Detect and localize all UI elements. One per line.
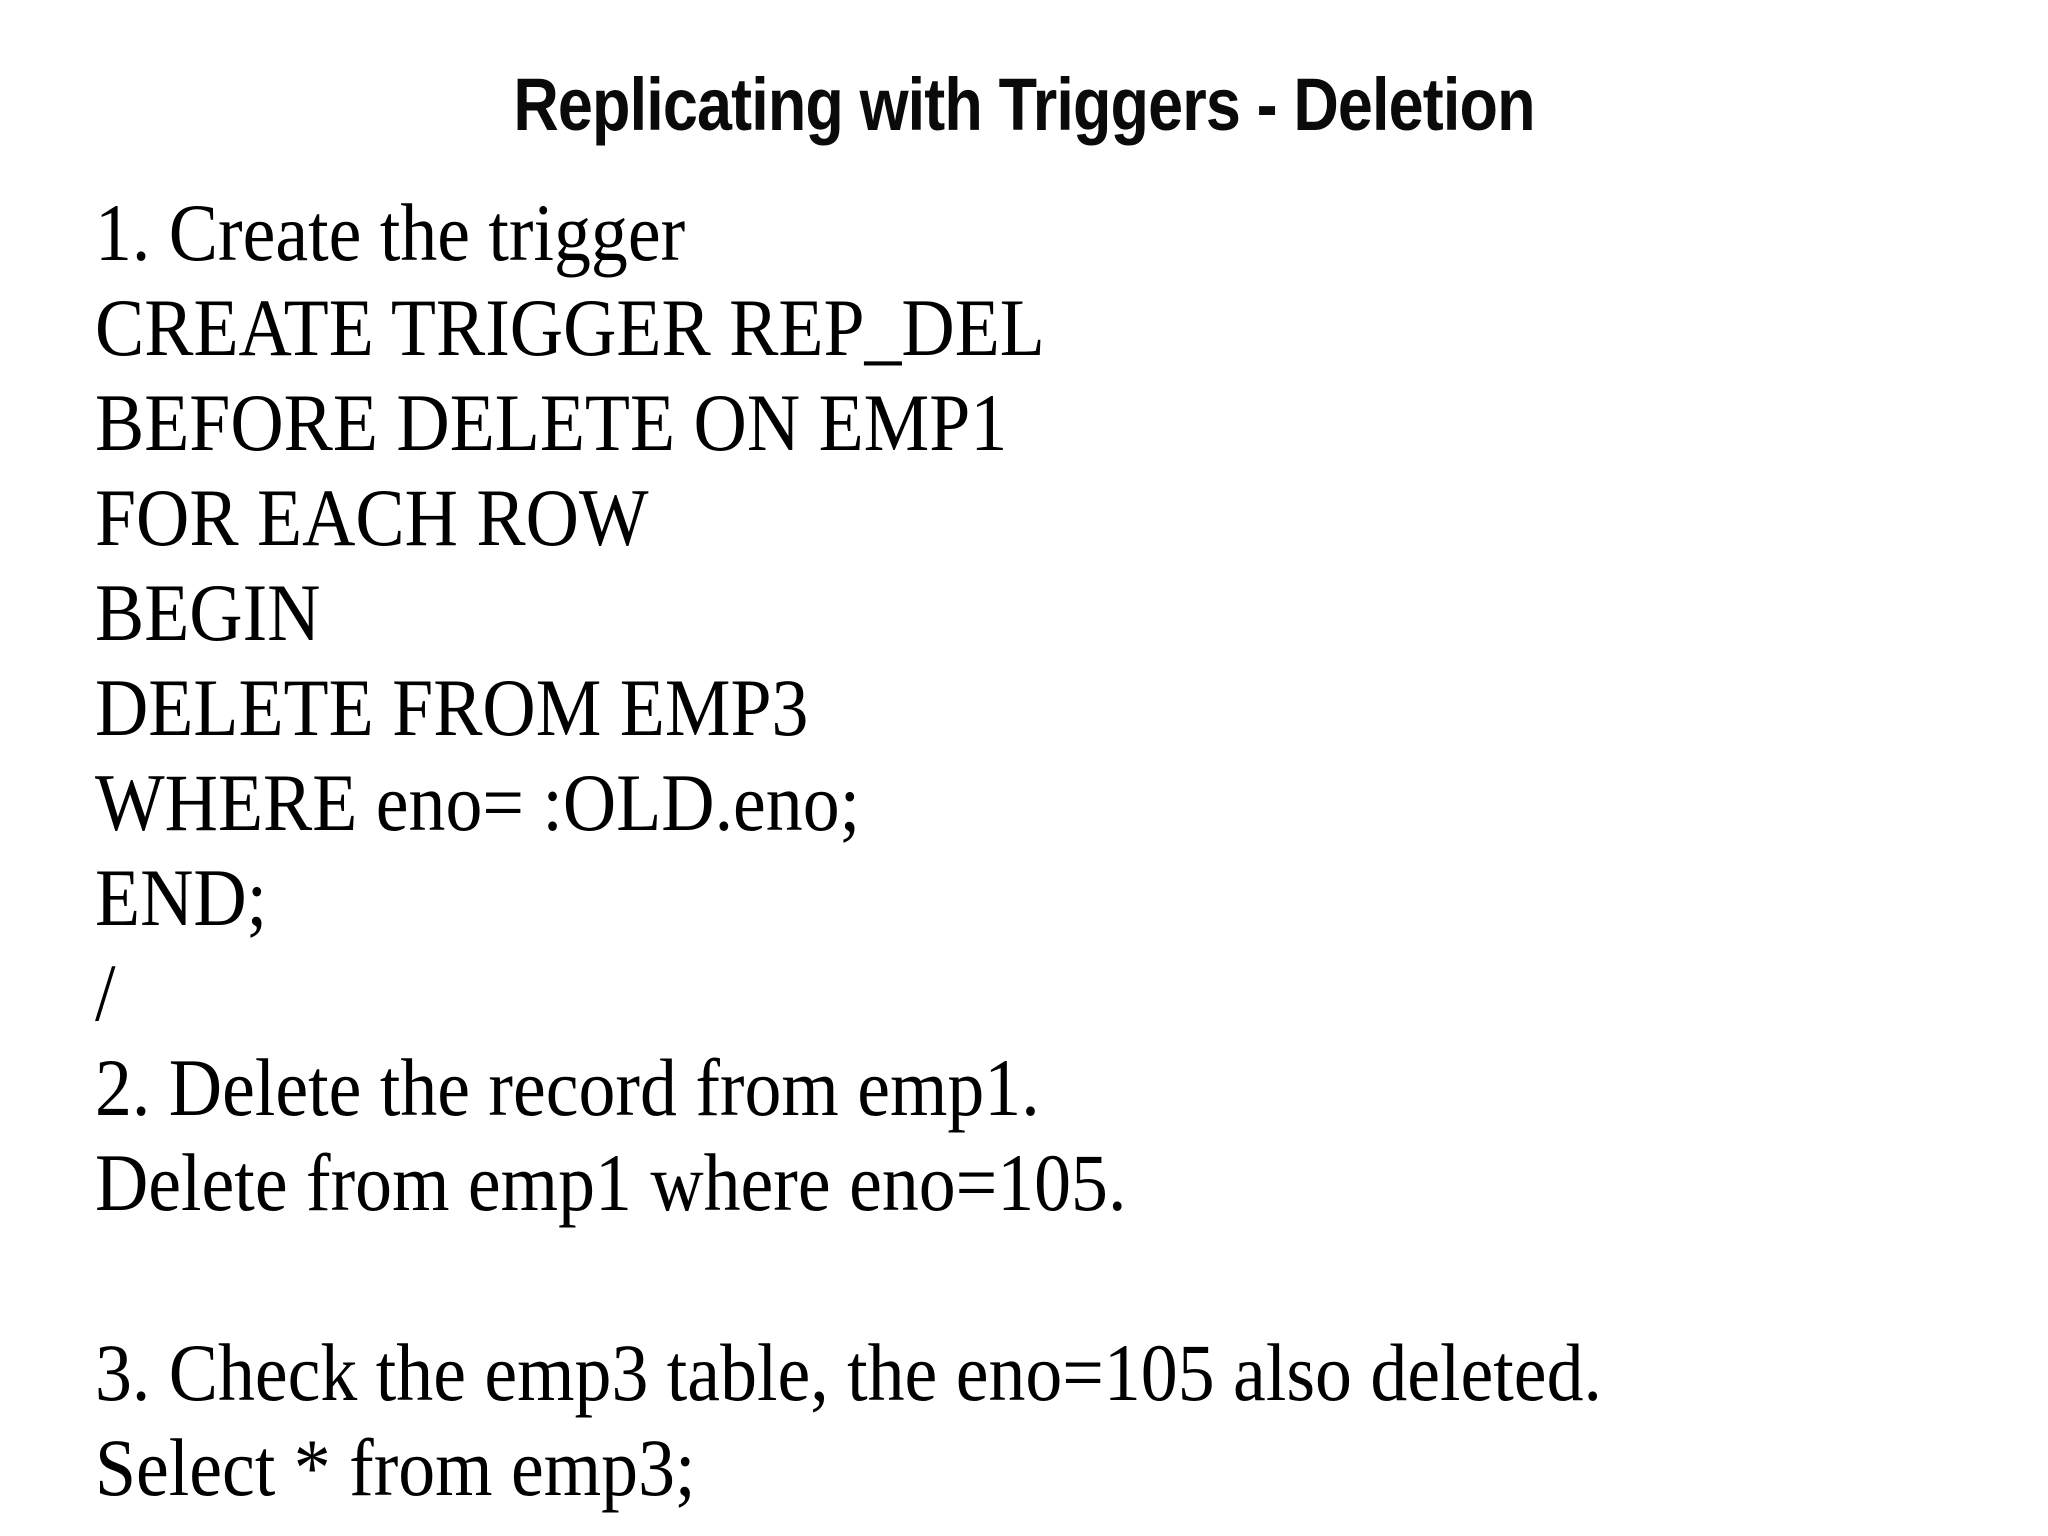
body-line: BEGIN — [95, 567, 321, 658]
body-line: BEFORE DELETE ON EMP1 — [95, 377, 1008, 468]
body-line: Delete from emp1 where eno=105. — [95, 1137, 1127, 1228]
body-line: CREATE TRIGGER REP_DEL — [95, 282, 1045, 373]
body-line: Select * from emp3; — [95, 1422, 696, 1513]
body-line: END; — [95, 852, 268, 943]
body-line-blank — [95, 1230, 1602, 1325]
body-line: / — [95, 947, 116, 1038]
slide-title: Replicating with Triggers - Deletion — [513, 63, 1535, 146]
body-line: 1. Create the trigger — [95, 187, 686, 278]
body-line: 3. Check the emp3 table, the eno=105 als… — [95, 1327, 1602, 1418]
body-line: WHERE eno= :OLD.eno; — [95, 757, 861, 848]
body-line: FOR EACH ROW — [95, 472, 649, 563]
body-line: 2. Delete the record from emp1. — [95, 1042, 1040, 1133]
body-line: DELETE FROM EMP3 — [95, 662, 809, 753]
